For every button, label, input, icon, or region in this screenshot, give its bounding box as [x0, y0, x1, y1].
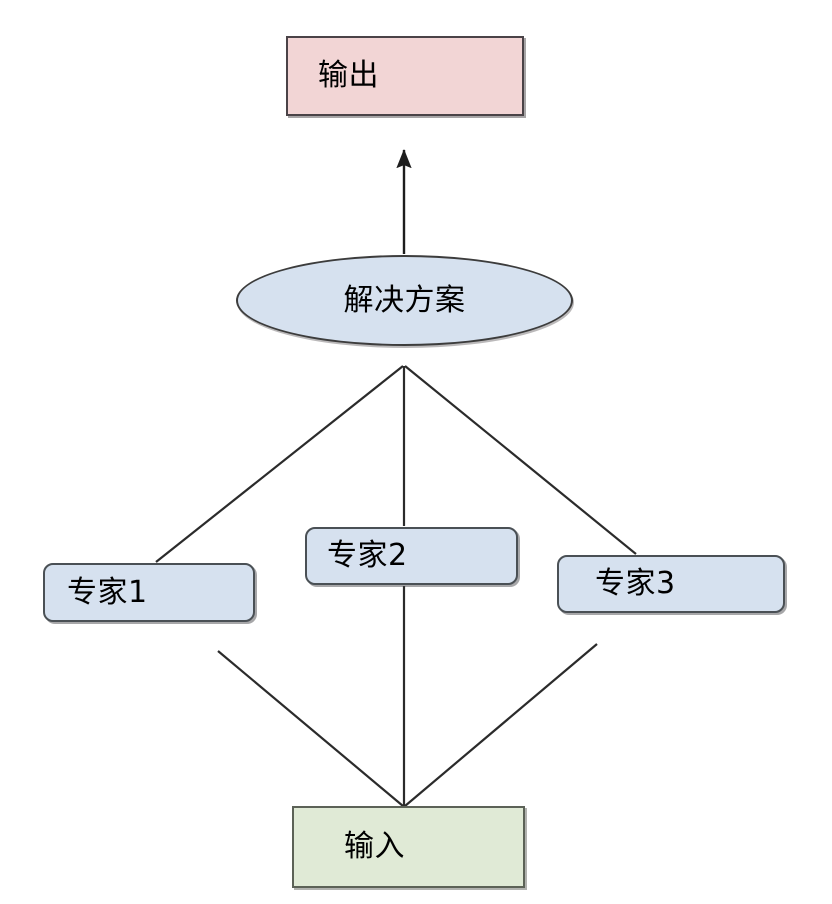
edge-expert1-to-solution — [155, 365, 404, 563]
node-solution[interactable]: 解决方案 — [236, 255, 573, 346]
edge-input-to-expert3 — [404, 643, 598, 807]
node-solution-label: 解决方案 — [343, 282, 466, 318]
node-expert-3-label: 专家3 — [595, 566, 676, 601]
edge-expert3-to-solution — [404, 365, 637, 555]
node-output[interactable]: 输出 — [286, 36, 524, 116]
node-output-label: 输出 — [318, 58, 379, 93]
node-expert-2-label: 专家2 — [327, 538, 408, 573]
node-input[interactable]: 输入 — [292, 806, 525, 888]
node-expert-3[interactable]: 专家3 — [557, 555, 785, 613]
node-expert-2[interactable]: 专家2 — [305, 527, 518, 585]
edge-input-to-expert1 — [217, 650, 404, 807]
node-expert-1[interactable]: 专家1 — [43, 563, 255, 622]
node-input-label: 输入 — [344, 829, 405, 864]
node-expert-1-label: 专家1 — [67, 574, 148, 610]
